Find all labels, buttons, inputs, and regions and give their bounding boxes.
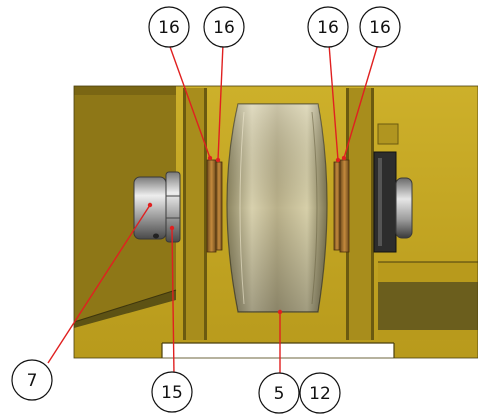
housing-left-panel	[74, 86, 176, 322]
right-washer-inner	[333, 161, 341, 251]
callout-5: 5	[258, 372, 300, 414]
housing-diagonal-plate	[74, 290, 176, 328]
callout-label: 16	[213, 18, 235, 38]
callout-label: 16	[317, 18, 339, 38]
left-washer-outer	[206, 159, 217, 253]
right-washers	[333, 159, 350, 253]
leader-15	[171, 227, 175, 376]
left-bracket	[183, 88, 207, 340]
callout-16-c: 16	[307, 6, 349, 48]
callout-label: 16	[369, 18, 391, 38]
right-bolt	[373, 151, 413, 253]
housing-left-panel-shade	[74, 86, 176, 95]
callout-7: 7	[11, 359, 53, 401]
right-washer-outer	[339, 159, 350, 253]
leader-16c	[328, 43, 339, 161]
leader-7	[47, 204, 151, 364]
left-washer-inner	[215, 161, 223, 251]
callout-12: 12	[299, 372, 341, 414]
top-right-block	[377, 123, 399, 145]
left-washers	[206, 159, 223, 253]
leader-16d	[343, 43, 379, 159]
leader-16b	[217, 43, 224, 161]
right-bracket	[346, 88, 374, 340]
left-bolt-head	[133, 176, 167, 240]
roller	[226, 103, 328, 313]
leader-lines	[47, 43, 379, 376]
callouts: 16 16 16 16 7 15 5 12	[11, 6, 401, 414]
callout-label: 7	[27, 371, 38, 391]
housing-bottom-notch	[162, 343, 394, 358]
callout-16-a: 16	[148, 6, 190, 48]
callout-16-b: 16	[203, 6, 245, 48]
left-bolt-hole	[153, 233, 159, 239]
callout-15: 15	[151, 371, 193, 413]
callout-label: 16	[158, 18, 180, 38]
right-nut	[373, 151, 397, 253]
callout-16-d: 16	[359, 6, 401, 48]
leader-points	[147, 155, 347, 315]
right-bolt-head	[395, 177, 413, 239]
leader-16a	[168, 43, 211, 159]
callout-label: 15	[161, 383, 183, 403]
callout-label: 5	[274, 384, 285, 404]
left-nut	[165, 171, 181, 243]
callout-label: 12	[309, 384, 331, 404]
left-bolt	[133, 171, 181, 243]
